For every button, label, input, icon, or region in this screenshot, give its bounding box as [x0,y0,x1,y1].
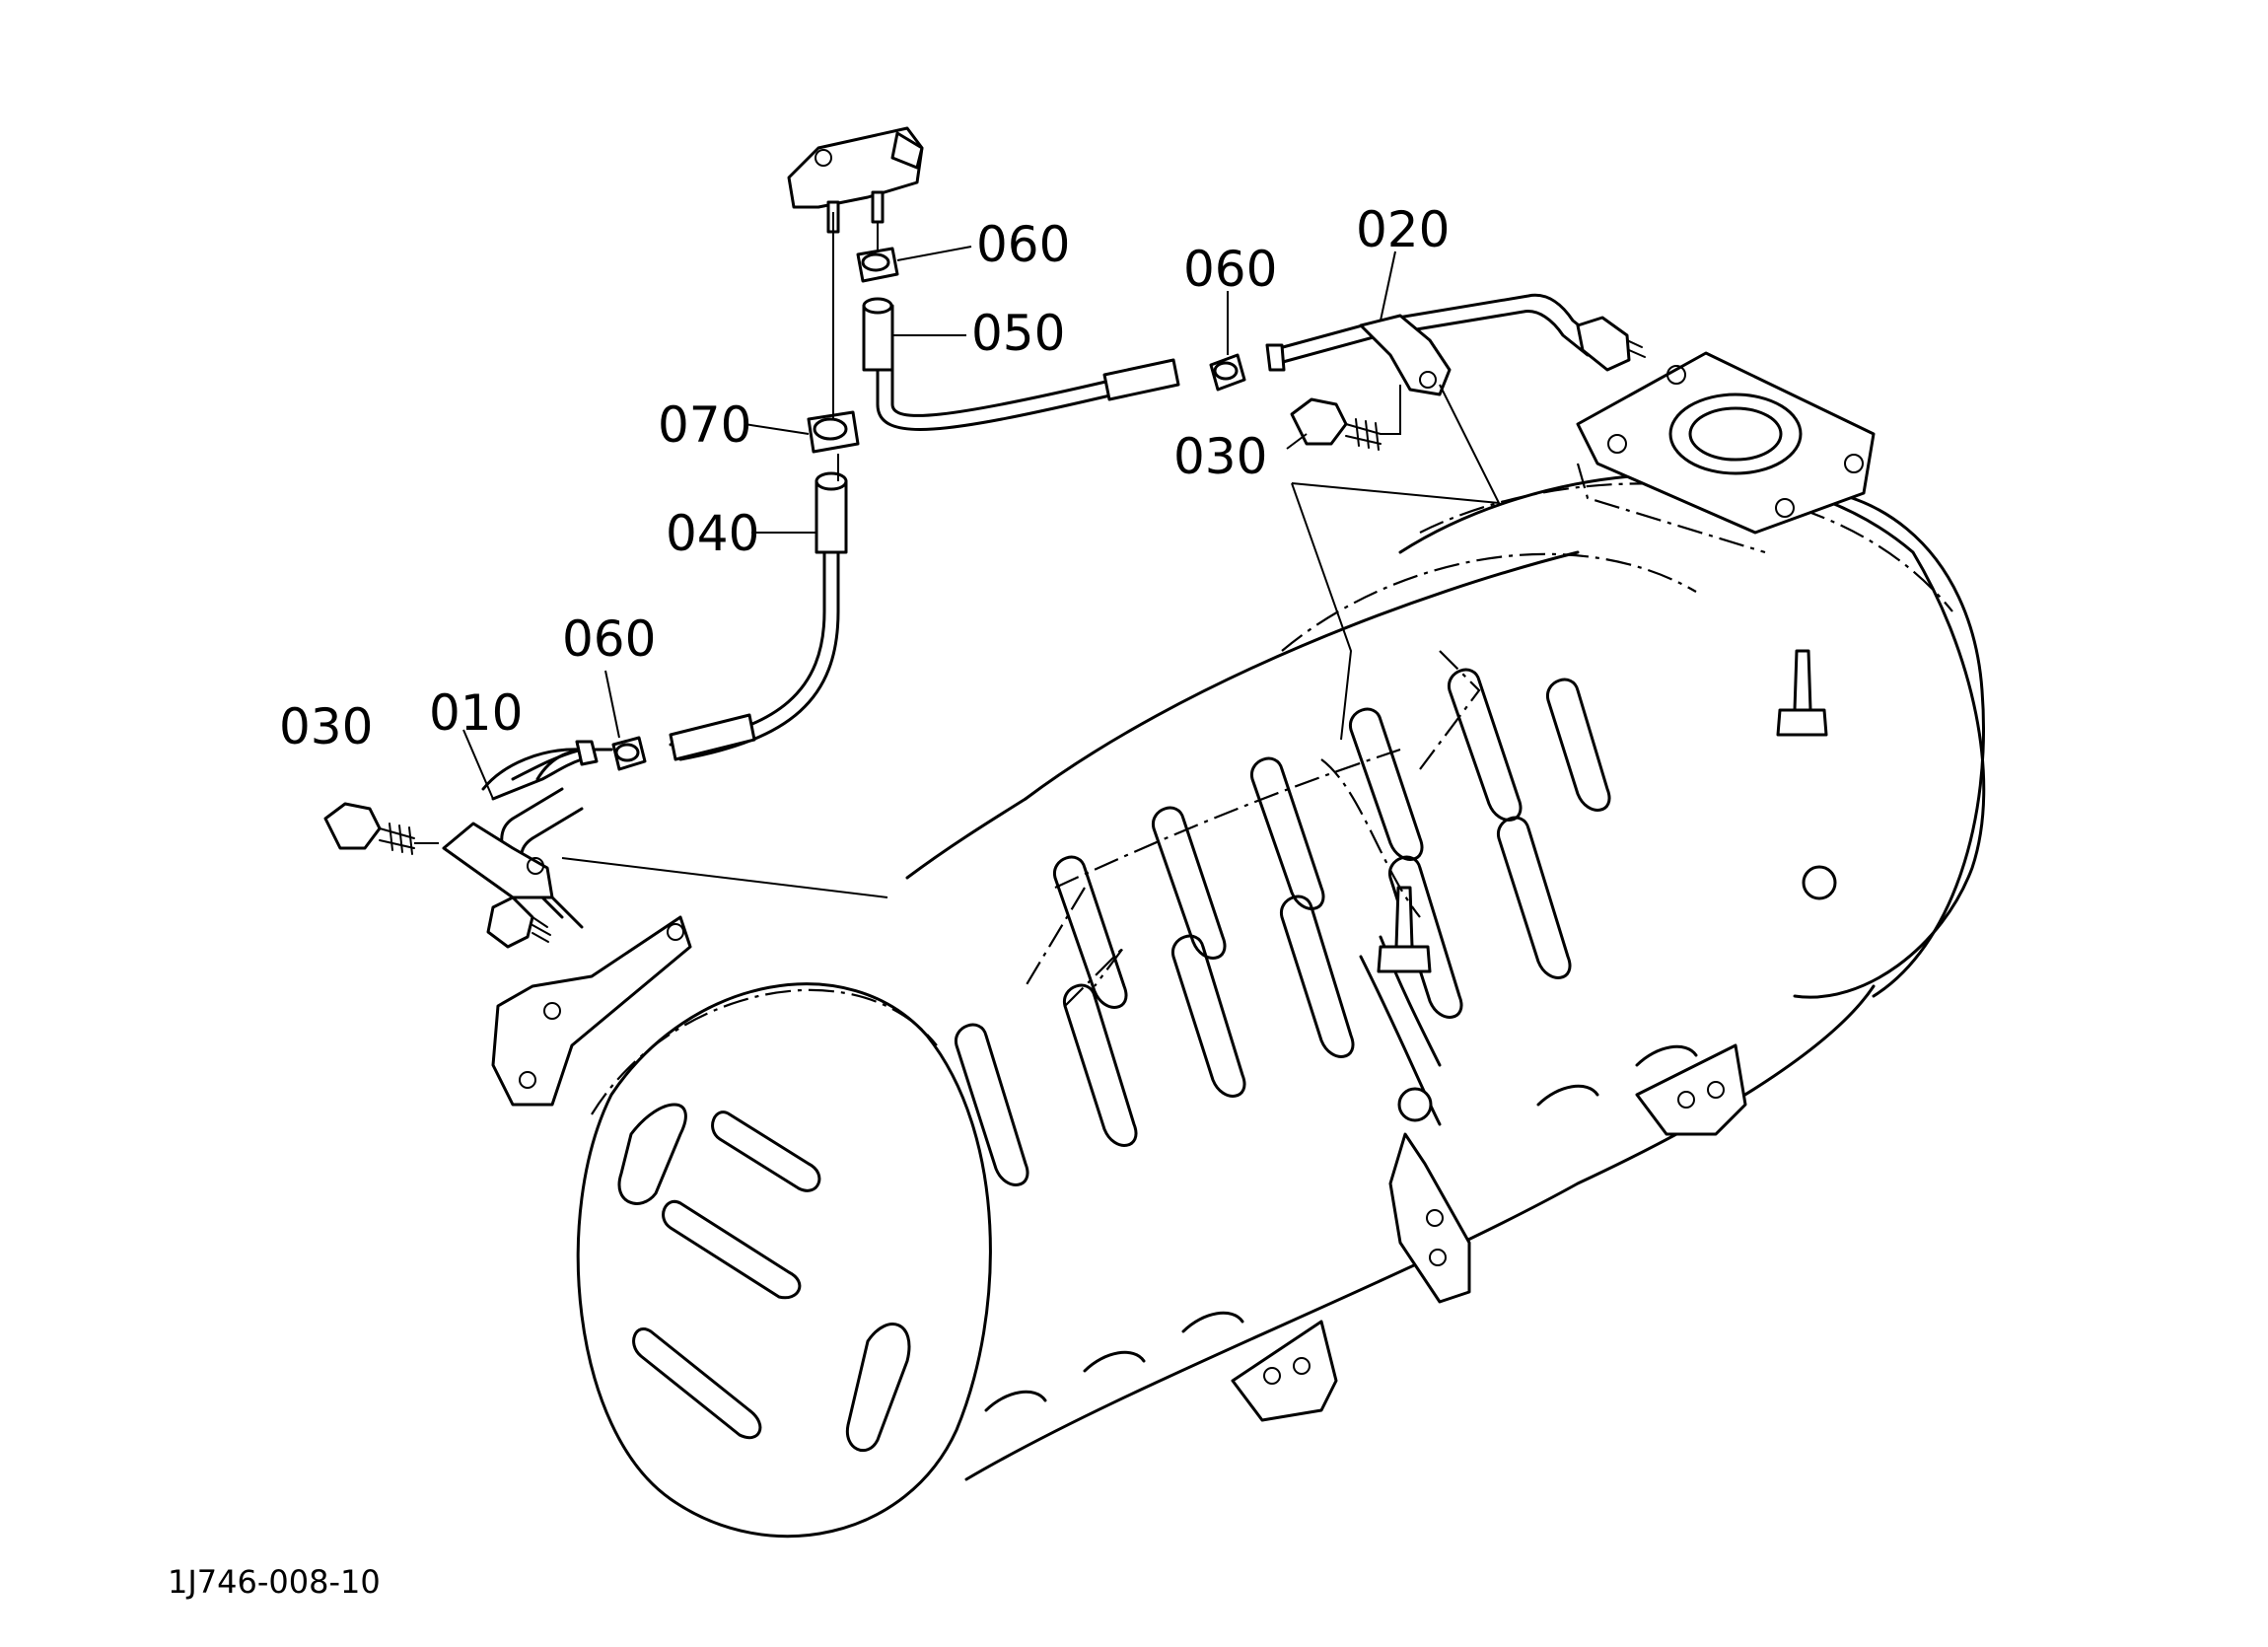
pressure-sensor [787,126,924,209]
callout-060-top: 060 [976,216,1070,273]
dpf-muffler-assembly [491,351,1986,1539]
sensor-boss-rear [1793,649,1812,712]
callout-070: 070 [658,396,751,454]
hose-050 [862,304,894,372]
callout-050: 050 [971,305,1065,362]
sensor-boss-center [1394,886,1414,949]
callout-040: 040 [666,505,759,562]
bolt-030-front [323,802,382,850]
pipe-020-nut [1576,316,1631,372]
pipe-020 [1270,293,1599,352]
center-clamp-flange [1388,1132,1471,1304]
callout-060-low: 060 [562,610,656,668]
front-end-cap [576,982,992,1539]
callout-060-mid: 060 [1183,241,1277,298]
pressure-sensor-lines [323,126,1646,949]
callout-020: 020 [1356,201,1450,258]
front-flange-plate [491,915,692,1107]
drawing-code: 1J746-008-10 [168,1563,381,1601]
bolt-030-rear [1290,397,1348,446]
callout-030-rear: 030 [1173,428,1267,485]
callout-030-front: 030 [279,698,373,755]
hose-040 [815,479,848,554]
callout-010: 010 [429,684,523,742]
pipe-020-bracket [1359,314,1452,396]
bottom-bracket-front [1231,1320,1338,1422]
callout-leaders [462,246,1396,800]
bottom-bracket-rear [1635,1043,1747,1136]
pipe-010-nut [486,895,534,949]
callout-labels: 060 050 060 020 030 070 040 060 010 030 [279,201,1450,755]
